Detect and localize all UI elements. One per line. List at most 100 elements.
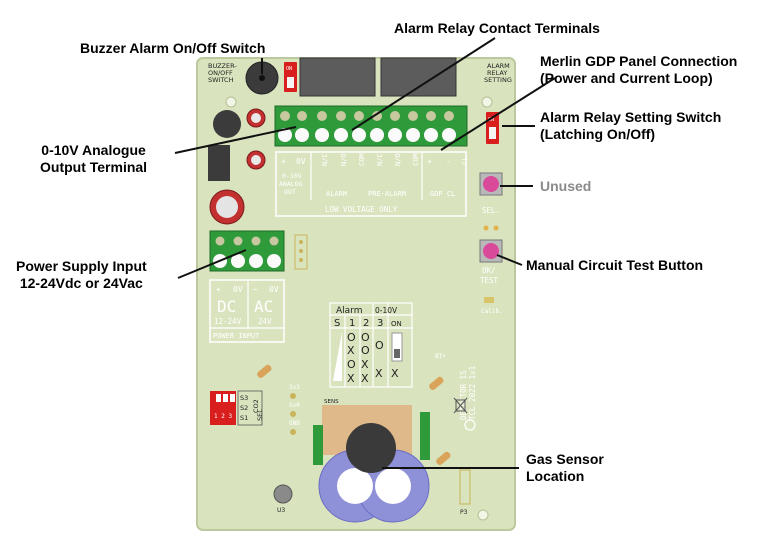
callout-buzzer-text: Buzzer Alarm On/Off Switch bbox=[80, 40, 266, 56]
table-cell: X bbox=[347, 372, 355, 385]
coil-icon bbox=[429, 376, 444, 390]
test-pad bbox=[290, 411, 296, 417]
relay-setting-silk-3: SETTING bbox=[484, 76, 512, 84]
range-switch-knob bbox=[394, 349, 400, 358]
power-silk-ac: AC bbox=[254, 297, 273, 316]
sensor-ring-center bbox=[375, 468, 411, 504]
callout-unused: Unused bbox=[540, 178, 591, 195]
range-switch[interactable] bbox=[391, 332, 403, 362]
table-header-010v: 0-10V bbox=[375, 306, 398, 315]
callout-merlin-line-1: Merlin GDP Panel Connection bbox=[540, 53, 738, 69]
terminal-label-gdp-plus: + bbox=[427, 157, 432, 166]
sel-silk-2: SEL bbox=[256, 409, 264, 421]
terminal-label-gdp-minus: - bbox=[446, 157, 451, 166]
coil-icon bbox=[257, 364, 272, 378]
co2-switch-knob bbox=[230, 394, 235, 402]
table-cell: X bbox=[391, 367, 399, 380]
header-pin bbox=[299, 249, 303, 253]
coil-icon bbox=[436, 451, 451, 465]
low-voltage-silk: LOW VOLTAGE ONLY bbox=[325, 205, 398, 214]
co2-silk-frame bbox=[237, 390, 263, 426]
callout-analogue-line-2: Output Terminal bbox=[40, 159, 148, 175]
p3-silk: P3 bbox=[460, 509, 468, 516]
table-header-on: ON bbox=[391, 320, 402, 328]
callout-relay-setting: Alarm Relay Setting Switch (Latching On/… bbox=[540, 109, 721, 143]
s3-silk: S3 bbox=[240, 394, 248, 402]
buzzer-center bbox=[259, 75, 265, 81]
bt-plus-silk: BT+ bbox=[435, 353, 446, 360]
terminal-label-nc2: N/C bbox=[376, 153, 384, 166]
buzzer-silk-label-3: SWITCH bbox=[208, 76, 234, 84]
callout-unused-text: Unused bbox=[540, 178, 592, 194]
sensor-ring-center bbox=[337, 468, 373, 504]
table-header-2: 2 bbox=[363, 318, 369, 329]
header-pin bbox=[299, 258, 303, 262]
alarm-level-wedge-icon bbox=[333, 332, 342, 381]
detector-silk-1: DETECTOR IS bbox=[459, 370, 468, 420]
header-pin bbox=[299, 240, 303, 244]
callout-relay-setting-line-1: Alarm Relay Setting Switch bbox=[540, 109, 722, 125]
buzzer-switch-knob bbox=[287, 77, 294, 88]
callout-relay-terminals-text: Alarm Relay Contact Terminals bbox=[394, 20, 600, 36]
table-cell: O bbox=[347, 358, 356, 371]
table-header-1: 1 bbox=[349, 318, 355, 329]
table-header-alarm: Alarm bbox=[336, 306, 362, 316]
co2-silk: CO2 bbox=[252, 399, 260, 413]
callout-gas-sensor: Gas Sensor Location bbox=[526, 451, 604, 485]
table-cell: O bbox=[361, 331, 370, 344]
terminal-label-com1: COM bbox=[358, 153, 366, 166]
callout-test-button: Manual Circuit Test Button bbox=[526, 257, 703, 274]
buzzer-silk-label: BUZZER- bbox=[208, 62, 237, 70]
terminal-silk-frame bbox=[275, 151, 467, 217]
leader-lines bbox=[174, 37, 556, 469]
weee-cross-2 bbox=[453, 397, 468, 414]
callout-relay-terminals: Alarm Relay Contact Terminals bbox=[394, 20, 600, 37]
callout-analogue-line-1: 0-10V Analogue bbox=[41, 142, 146, 158]
relay-setting-silk-1: ALARM bbox=[487, 62, 510, 70]
callout-test-button-text: Manual Circuit Test Button bbox=[526, 257, 704, 273]
power-silk-tilde: ~ bbox=[253, 285, 258, 294]
alarm-silk: ALARM bbox=[326, 190, 347, 198]
detector-silk-2: TCL 2022 1v1 bbox=[468, 366, 477, 420]
gas-sensor-icon bbox=[346, 423, 396, 473]
table-cell: X bbox=[347, 344, 355, 357]
callout-gas-line-1: Gas Sensor bbox=[526, 451, 604, 467]
calib-pad bbox=[484, 297, 494, 303]
callout-buzzer-switch: Buzzer Alarm On/Off Switch bbox=[80, 40, 265, 57]
terminal-label-plus: + bbox=[281, 157, 286, 166]
relay-setting-switch-knob bbox=[489, 127, 496, 139]
regulator-icon bbox=[208, 145, 230, 181]
buzzer-silk-label-2: ON/OFF bbox=[208, 69, 233, 77]
v50-silk: 5v0 bbox=[289, 402, 300, 409]
alarm-config-table bbox=[329, 302, 413, 388]
ok-test-silk-1: OK/ bbox=[482, 266, 496, 275]
v33-silk: 3v3 bbox=[289, 384, 300, 391]
power-silk-plus: + bbox=[216, 285, 221, 294]
power-silk-24v: 24V bbox=[258, 317, 272, 326]
inductor-icon bbox=[213, 110, 241, 138]
callout-merlin-line-2: (Power and Current Loop) bbox=[540, 70, 713, 86]
ok-test-silk-2: TEST bbox=[480, 276, 499, 285]
power-silk-dc: DC bbox=[217, 297, 236, 316]
terminal-screws bbox=[280, 111, 454, 121]
power-silk-0v-ac: 0V bbox=[269, 285, 279, 294]
terminal-label-no1: N/O bbox=[340, 153, 348, 166]
analog-out-silk-2: ANALOG bbox=[279, 180, 303, 188]
co2-switch-knob bbox=[216, 394, 221, 402]
mounting-hole-icon bbox=[481, 96, 493, 108]
weee-bin-icon bbox=[455, 399, 466, 412]
pot-icon bbox=[273, 484, 293, 504]
terminal-label-com2: COM bbox=[412, 153, 420, 166]
sel-silk: SEL. bbox=[482, 206, 500, 215]
callout-power-line-2: 12-24Vdc or 24Vac bbox=[19, 275, 143, 291]
table-cell: X bbox=[361, 372, 369, 385]
terminal-label-no2: N/O bbox=[394, 153, 402, 166]
capacitor-top bbox=[251, 113, 261, 123]
callout-gas-line-2: Location bbox=[526, 468, 585, 484]
table-cell: O bbox=[347, 331, 356, 344]
analog-out-silk-1: 0-10V bbox=[282, 172, 302, 180]
power-silk-frame bbox=[209, 279, 285, 343]
gdp-cl-silk: GDP CL bbox=[430, 190, 455, 198]
sensor-connector-right bbox=[420, 412, 430, 460]
led-icon bbox=[493, 225, 499, 231]
